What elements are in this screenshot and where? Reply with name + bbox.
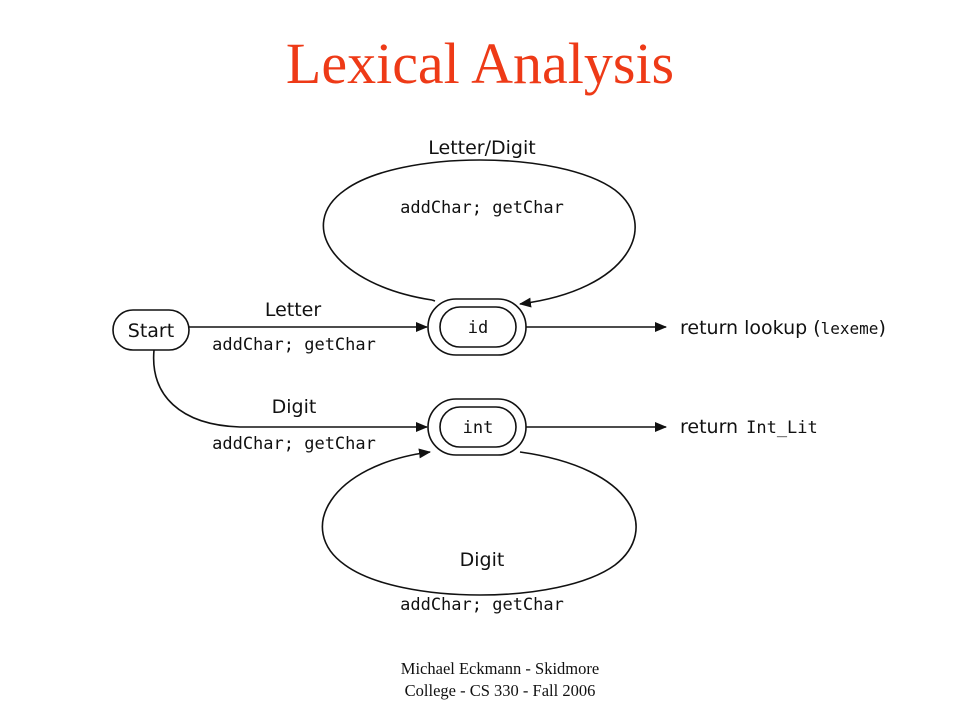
state-start-label: Start bbox=[128, 320, 174, 342]
int-loop-label: Digit bbox=[460, 549, 505, 571]
id-loop-entry bbox=[431, 299, 436, 302]
state-id-label: id bbox=[468, 318, 488, 338]
id-loop-label: Letter/Digit bbox=[428, 137, 535, 159]
footer-line-1: Michael Eckmann - Skidmore bbox=[400, 659, 600, 678]
id-output: return lookup (lexeme) bbox=[680, 317, 886, 339]
int-loop-arc bbox=[321, 448, 637, 596]
int-output-value: Int_Lit bbox=[746, 418, 818, 438]
id-output-prefix: return lookup ( bbox=[680, 317, 821, 339]
start-to-int-label: Digit bbox=[272, 396, 317, 418]
int-output-prefix: return bbox=[680, 416, 738, 438]
state-int-inner bbox=[439, 406, 517, 448]
start-to-id-action: addChar; getChar bbox=[212, 335, 376, 355]
footer-line-2: College - CS 330 - Fall 2006 bbox=[404, 681, 596, 700]
state-int-label: int bbox=[463, 418, 494, 438]
id-loop-action: addChar; getChar bbox=[400, 198, 564, 218]
state-start bbox=[112, 309, 190, 351]
id-output-arg: lexeme bbox=[821, 319, 879, 338]
int-output: return Int_Lit bbox=[680, 416, 818, 438]
id-loop-arc bbox=[322, 159, 636, 308]
slide-footer: Michael Eckmann - Skidmore College - CS … bbox=[360, 658, 640, 702]
slide-title: Lexical Analysis bbox=[285, 31, 675, 96]
state-id-inner bbox=[439, 306, 517, 348]
id-output-suffix: ) bbox=[878, 317, 885, 339]
edge-start-to-int bbox=[152, 349, 428, 432]
start-to-id-label: Letter bbox=[265, 299, 322, 321]
start-to-int-action: addChar; getChar bbox=[212, 434, 376, 454]
int-loop-action: addChar; getChar bbox=[400, 595, 564, 615]
